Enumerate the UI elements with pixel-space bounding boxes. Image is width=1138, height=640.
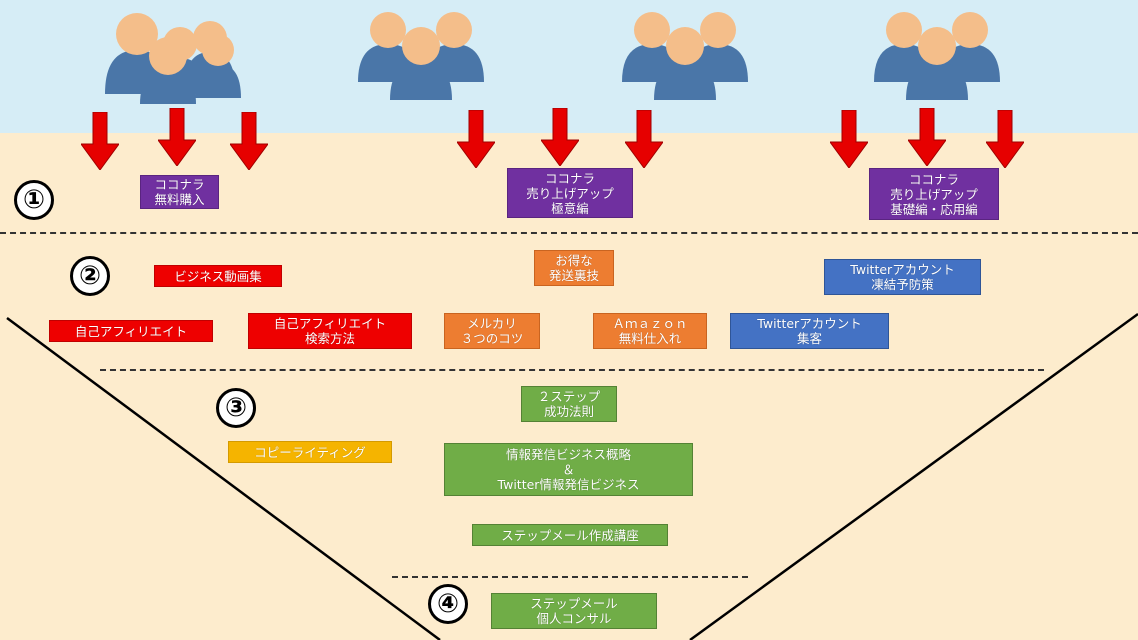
box-twitter-freeze: Twitterアカウント 凍結予防策	[824, 259, 981, 295]
person-icon	[940, 12, 1000, 82]
box-step-mail-course: ステップメール作成講座	[472, 524, 668, 546]
user-group-icon	[105, 13, 241, 104]
arrow-down-icon	[81, 112, 119, 170]
arrow-down-icon	[158, 108, 196, 166]
box-two-step: ２ステップ 成功法則	[521, 386, 617, 422]
person-icon	[906, 27, 968, 100]
box-coconala-sales-secret: ココナラ 売り上げアップ 極意編	[507, 168, 633, 218]
box-coconala-free: ココナラ 無料購入	[140, 175, 219, 209]
box-mercari-tips: メルカリ ３つのコツ	[444, 313, 540, 349]
box-shipping-method: お得な 発送裏技	[534, 250, 614, 286]
person-icon	[195, 34, 241, 98]
stage-number-4: ④	[428, 584, 468, 624]
stage-number-1: ①	[14, 180, 54, 220]
box-info-business: 情報発信ビジネス概略 ＆ Twitter情報発信ビジネス	[444, 443, 693, 496]
arrow-down-icon	[986, 110, 1024, 168]
user-group-icon	[622, 12, 748, 100]
stage-divider	[0, 232, 1138, 234]
stage-divider	[100, 369, 1044, 371]
box-twitter-gather: Twitterアカウント 集客	[730, 313, 889, 349]
box-business-videos: ビジネス動画集	[154, 265, 282, 287]
person-icon	[688, 12, 748, 82]
stage-divider	[392, 576, 748, 578]
person-icon	[390, 27, 452, 100]
stage-number-3: ③	[216, 388, 256, 428]
box-self-affiliate: 自己アフィリエイト	[49, 320, 213, 342]
arrow-down-icon	[541, 108, 579, 166]
arrow-down-icon	[830, 110, 868, 168]
arrow-down-icon	[230, 112, 268, 170]
stage-number-2: ②	[70, 256, 110, 296]
arrow-down-icon	[908, 108, 946, 166]
person-icon	[654, 27, 716, 100]
box-copywriting: コピーライティング	[228, 441, 392, 463]
box-amazon-free: Ａｍａｚｏｎ 無料仕入れ	[593, 313, 707, 349]
user-group-icon	[874, 12, 1000, 100]
box-step-mail-consult: ステップメール 個人コンサル	[491, 593, 657, 629]
person-icon	[140, 37, 196, 104]
box-self-affiliate-search: 自己アフィリエイト 検索方法	[248, 313, 412, 349]
user-group-icon	[358, 12, 484, 100]
arrow-down-icon	[457, 110, 495, 168]
box-coconala-sales-basic: ココナラ 売り上げアップ 基礎編・応用編	[869, 168, 999, 220]
arrow-down-icon	[625, 110, 663, 168]
